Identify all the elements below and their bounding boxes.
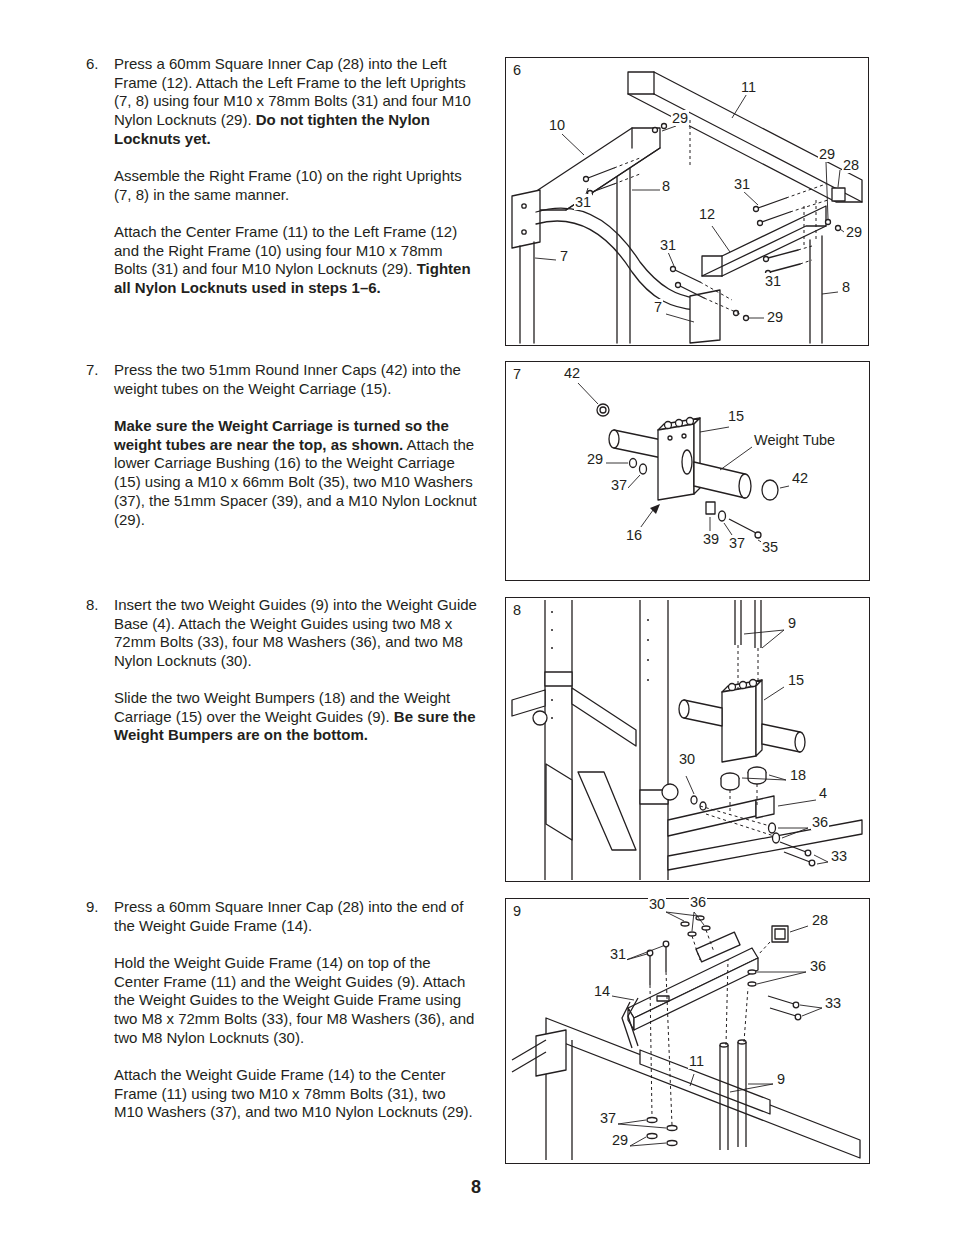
instruction-paragraph: Attach the Center Frame (11) to the Left… <box>114 223 478 298</box>
instruction-text: Press a 60mm Square Inner Cap (28) into … <box>114 898 463 934</box>
callout-number: 30 <box>648 896 666 912</box>
figure-panel: 8 <box>505 597 870 882</box>
callout-number: 29 <box>671 110 689 126</box>
page-number: 8 <box>471 1177 481 1197</box>
callout-number: 37 <box>610 477 628 493</box>
figure-number: 9 <box>513 903 521 920</box>
callout-number: 15 <box>787 672 805 688</box>
figure-panel: 9 <box>505 898 870 1164</box>
callout-number: 42 <box>791 470 809 486</box>
callout-number: 31 <box>609 946 627 962</box>
callout-number: 29 <box>611 1132 629 1148</box>
callout-number: 29 <box>845 224 863 240</box>
instruction-paragraph: Make sure the Weight Carriage is turned … <box>114 417 478 529</box>
callout-number: 11 <box>740 79 757 95</box>
callout-number: 37 <box>599 1110 617 1126</box>
callout-number: 36 <box>811 814 829 830</box>
callout-number: 29 <box>766 309 784 325</box>
callout-number: 35 <box>761 539 779 555</box>
callout-number: 4 <box>818 785 828 801</box>
callout-number: 11 <box>688 1053 705 1069</box>
instruction-paragraph: Attach the Weight Guide Frame (14) to th… <box>114 1066 478 1122</box>
callout-number: 9 <box>776 1071 786 1087</box>
instruction-paragraph: Insert the two Weight Guides (9) into th… <box>114 596 478 671</box>
callout-number: 31 <box>764 273 782 289</box>
callout-number: 8 <box>841 279 851 295</box>
callout-number: 33 <box>830 848 848 864</box>
callout-number: 42 <box>563 365 581 381</box>
instruction-text: Attach the Weight Guide Frame (14) to th… <box>114 1066 473 1120</box>
figure-number: 8 <box>513 602 521 619</box>
figure-panel: 7 <box>505 361 870 581</box>
callout-number: 37 <box>728 535 746 551</box>
callout-number: 18 <box>789 767 807 783</box>
callout-number: 33 <box>824 995 842 1011</box>
callout-number: 28 <box>811 912 829 928</box>
callout-number: 12 <box>698 206 716 222</box>
step-number: 9. <box>86 898 99 917</box>
instruction-paragraph: Press a 60mm Square Inner Cap (28) into … <box>114 55 478 149</box>
callout-number: 9 <box>787 615 797 631</box>
step-number: 8. <box>86 596 99 615</box>
callout-number: 28 <box>842 157 860 173</box>
figure-number: 6 <box>513 62 521 79</box>
instruction-paragraph: Press the two 51mm Round Inner Caps (42)… <box>114 361 478 398</box>
instruction-paragraph: Assemble the Right Frame (10) on the rig… <box>114 167 478 204</box>
instruction-emphasis: Make sure the Weight Carriage is turned … <box>114 417 449 453</box>
instruction-text: Attach the Center Frame (11) to the Left… <box>114 223 457 277</box>
step-number: 6. <box>86 55 99 74</box>
instruction-paragraph: Press a 60mm Square Inner Cap (28) into … <box>114 898 478 935</box>
callout-number: 16 <box>625 527 643 543</box>
instruction-paragraph: Slide the two Weight Bumpers (18) and th… <box>114 689 478 745</box>
callout-number: 31 <box>733 176 751 192</box>
callout-number: 29 <box>586 451 604 467</box>
step-number: 7. <box>86 361 99 380</box>
callout-number: 30 <box>678 751 696 767</box>
figure-panel: 6 <box>505 57 869 346</box>
callout-number: 39 <box>702 531 720 547</box>
instruction-text: Assemble the Right Frame (10) on the rig… <box>114 167 462 203</box>
callout-number: 7 <box>559 248 569 264</box>
callout-number: 36 <box>809 958 827 974</box>
callout-number: 31 <box>574 194 592 210</box>
callout-number: 31 <box>659 237 677 253</box>
callout-number: 8 <box>661 178 671 194</box>
callout-number: 14 <box>593 983 611 999</box>
instruction-text: Insert the two Weight Guides (9) into th… <box>114 596 477 669</box>
callout-number: 15 <box>727 408 745 424</box>
instruction-paragraph: Hold the Weight Guide Frame (14) on top … <box>114 954 478 1048</box>
figure-number: 7 <box>513 366 521 383</box>
instruction-text: Press the two 51mm Round Inner Caps (42)… <box>114 361 461 397</box>
callout-number: 7 <box>653 299 663 315</box>
callout-number: Weight Tube <box>753 432 836 448</box>
instruction-text: Hold the Weight Guide Frame (14) on top … <box>114 954 474 1046</box>
callout-number: 10 <box>548 117 566 133</box>
callout-number: 36 <box>689 894 707 910</box>
callout-number: 29 <box>818 146 836 162</box>
